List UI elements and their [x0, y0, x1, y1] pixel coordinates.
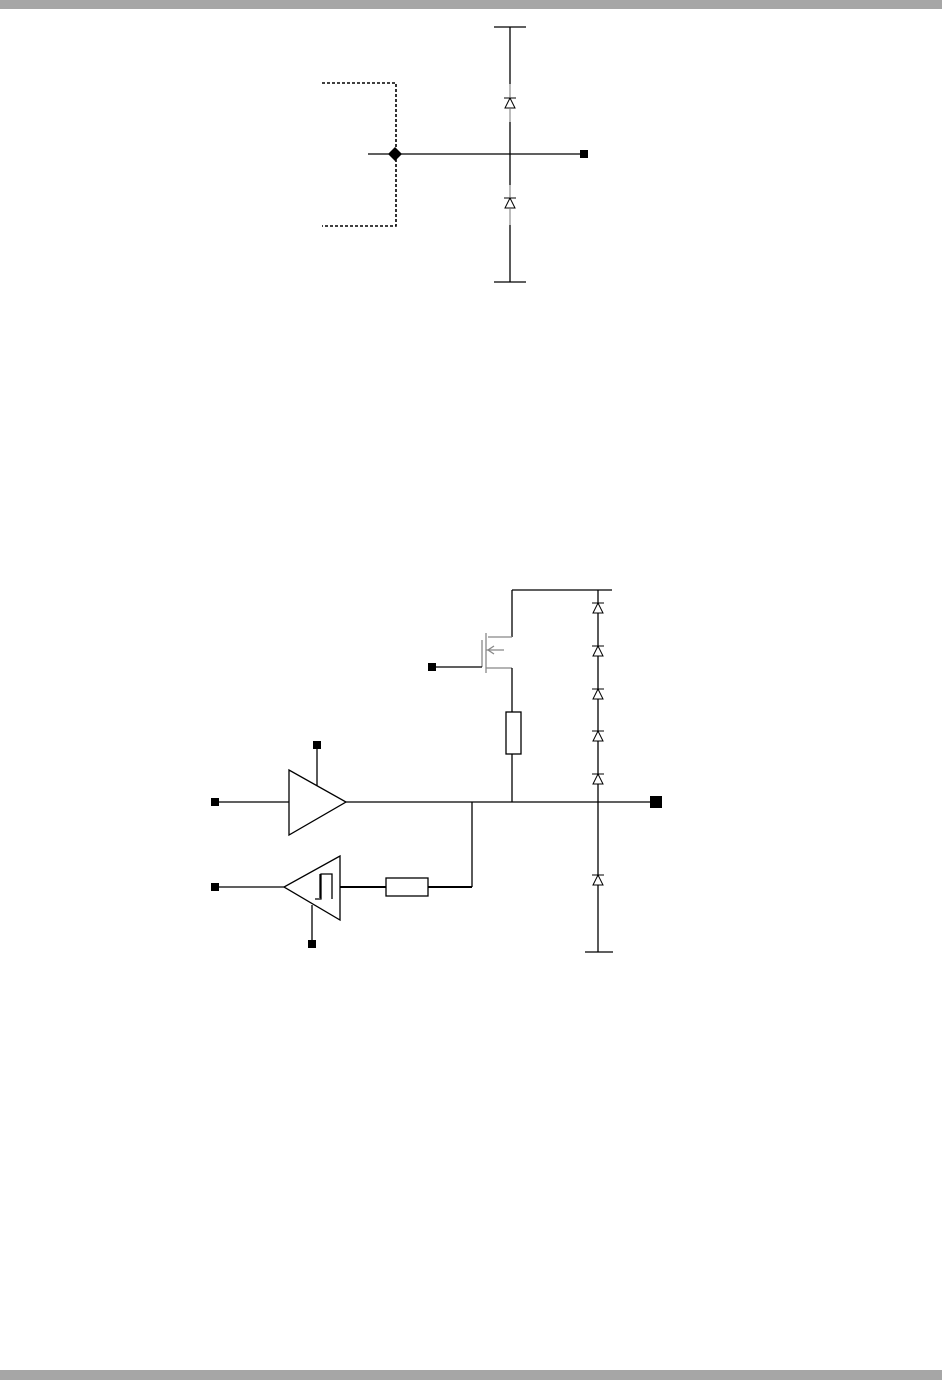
series-resistor: [386, 878, 428, 896]
input-enable-terminal: [308, 940, 316, 948]
diode-upper: [504, 84, 516, 122]
diode-stack-6: [592, 875, 604, 885]
diode-stack-1: [592, 603, 604, 613]
pmos-gate-terminal: [428, 663, 436, 671]
diode-stack-3: [592, 689, 604, 699]
output-buffer: [211, 741, 346, 835]
diode-stack: [592, 590, 604, 952]
diode-lower: [504, 185, 516, 225]
output-enable-terminal: [313, 741, 321, 749]
junction-node: [388, 147, 402, 161]
diode-stack-4: [592, 731, 604, 741]
pad-terminal: [580, 150, 588, 158]
figure-io-cell: [211, 590, 662, 952]
pmos-pullup: [428, 590, 512, 712]
pad-terminal-io: [650, 796, 662, 808]
input-buffer-output-terminal: [211, 883, 219, 891]
pullup-resistor: [506, 712, 521, 754]
diode-stack-2: [592, 646, 604, 656]
schmitt-input-buffer: [211, 856, 340, 948]
output-buffer-input-terminal: [211, 798, 219, 806]
diode-stack-5: [592, 774, 604, 784]
figure-esd-diode-clamp: [322, 27, 588, 282]
